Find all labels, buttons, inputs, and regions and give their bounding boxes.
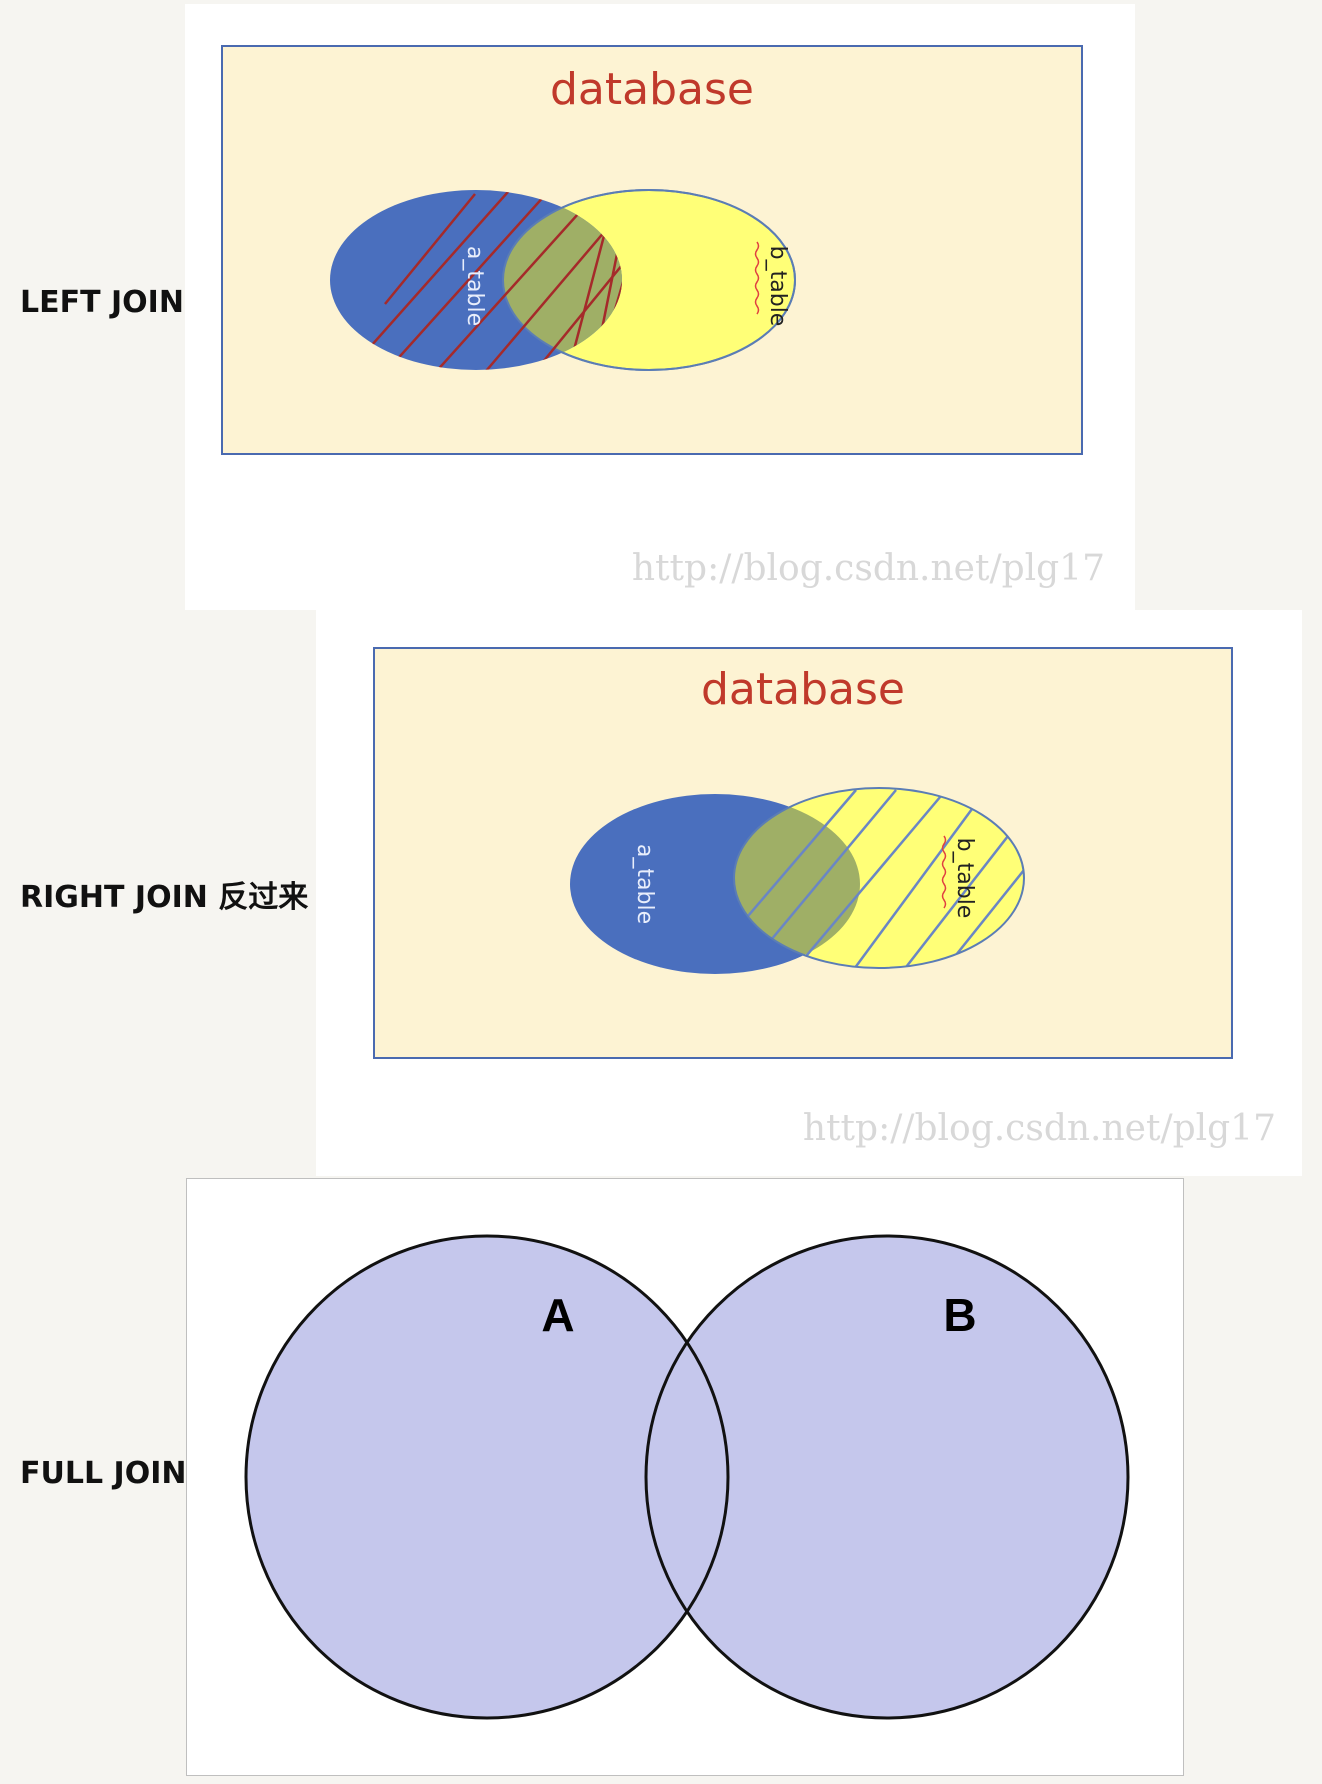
set-b-label: B [943, 1289, 976, 1341]
right-join-panel: database a_table b_table http://blog.csd… [316, 610, 1302, 1176]
full-join-label: FULL JOIN [20, 1456, 187, 1491]
database-title: database [550, 64, 754, 115]
set-a-label: A [541, 1289, 574, 1341]
watermark: http://blog.csdn.net/plg17 [632, 548, 1105, 589]
a-table-label: a_table [632, 844, 657, 924]
a-table-label: a_table [462, 246, 487, 326]
left-join-diagram: database a_table b_table http://blog.csd… [221, 45, 1105, 589]
full-join-diagram: A B [244, 1234, 1130, 1720]
spellcheck-underline [941, 835, 947, 909]
spellcheck-underline [754, 241, 760, 315]
right-join-diagram: database a_table b_table http://blog.csd… [373, 647, 1276, 1149]
full-join-panel: A B [186, 1178, 1184, 1776]
overlap-region [734, 794, 860, 968]
right-join-label: RIGHT JOIN 反过来 [20, 880, 309, 915]
b-table-label: b_table [952, 838, 977, 919]
left-join-label: LEFT JOIN [20, 285, 184, 320]
database-title: database [701, 664, 905, 715]
left-join-panel: database a_table b_table http://blog.csd… [185, 4, 1135, 610]
set-a-circle [246, 1236, 728, 1718]
overlap-region [503, 190, 622, 370]
watermark: http://blog.csdn.net/plg17 [803, 1108, 1276, 1149]
b-table-label: b_table [765, 246, 790, 327]
set-b-circle [646, 1236, 1128, 1718]
